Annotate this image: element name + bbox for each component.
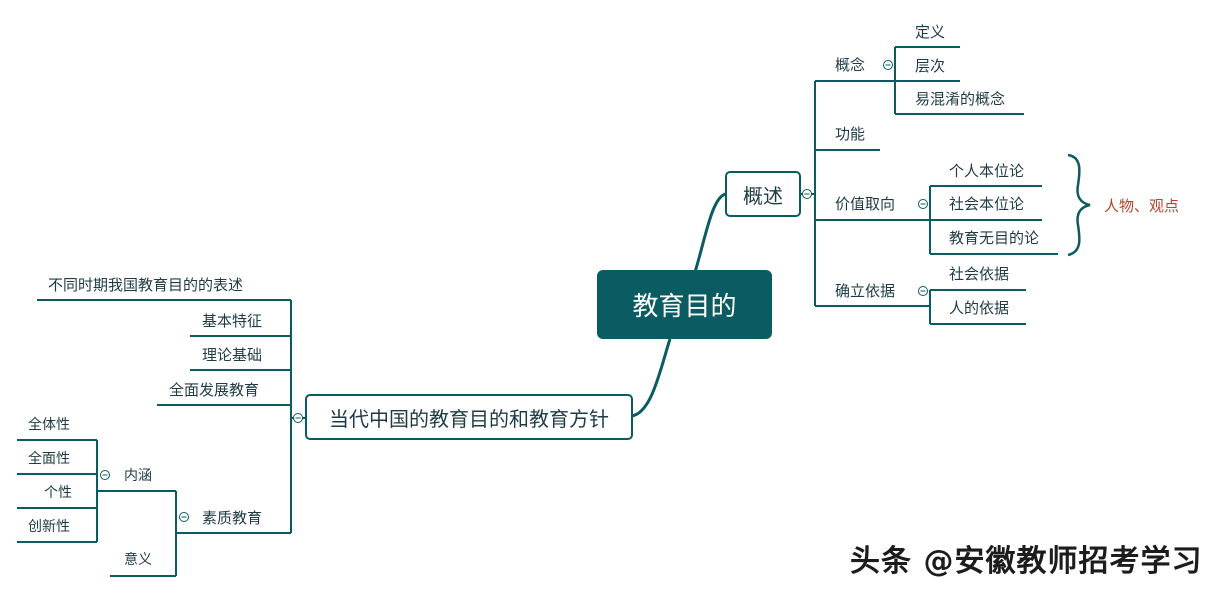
connotation-node[interactable]: 内涵 bbox=[124, 468, 152, 484]
basic-features-node[interactable]: 基本特征 bbox=[202, 312, 263, 330]
comprehensive-development-node[interactable]: 全面发展教育 bbox=[169, 381, 260, 399]
basis-node[interactable]: 确立依据 bbox=[835, 282, 896, 300]
contemporary-china-topic[interactable]: 当代中国的教育目的和教育方针 bbox=[305, 394, 633, 440]
innovation-node[interactable]: 创新性 bbox=[28, 519, 70, 535]
comprehensiveness-node[interactable]: 全面性 bbox=[28, 451, 70, 467]
concept-node[interactable]: 概念 bbox=[835, 56, 866, 74]
definition-node[interactable]: 定义 bbox=[915, 23, 946, 41]
levels-node[interactable]: 层次 bbox=[915, 57, 946, 75]
individuality-node[interactable]: 个性 bbox=[44, 485, 72, 501]
value-orientation-node[interactable]: 价值取向 bbox=[835, 195, 896, 213]
expression-node[interactable]: 不同时期我国教育目的的表述 bbox=[48, 276, 244, 294]
social-basis-node[interactable]: 社会依据 bbox=[949, 265, 1010, 283]
significance-node[interactable]: 意义 bbox=[124, 552, 152, 568]
no-purpose-node[interactable]: 教育无目的论 bbox=[949, 229, 1040, 247]
social-standard-node[interactable]: 社会本位论 bbox=[949, 195, 1025, 213]
function-node[interactable]: 功能 bbox=[835, 125, 866, 143]
central-topic[interactable]: 教育目的 bbox=[597, 270, 772, 339]
wholeness-node[interactable]: 全体性 bbox=[28, 417, 70, 433]
human-basis-node[interactable]: 人的依据 bbox=[949, 299, 1010, 317]
curly-brace-icon bbox=[1067, 153, 1091, 257]
overview-topic[interactable]: 概述 bbox=[725, 171, 801, 217]
theory-basis-node[interactable]: 理论基础 bbox=[202, 346, 263, 364]
individual-standard-node[interactable]: 个人本位论 bbox=[949, 162, 1025, 180]
collapse-toggles bbox=[100, 60, 928, 522]
confusing-concepts-node[interactable]: 易混淆的概念 bbox=[915, 90, 1006, 108]
quality-education-node[interactable]: 素质教育 bbox=[202, 509, 263, 527]
watermark: 头条 @安徽教师招考学习 bbox=[850, 544, 1203, 579]
annotation-label: 人物、观点 bbox=[1104, 197, 1180, 215]
